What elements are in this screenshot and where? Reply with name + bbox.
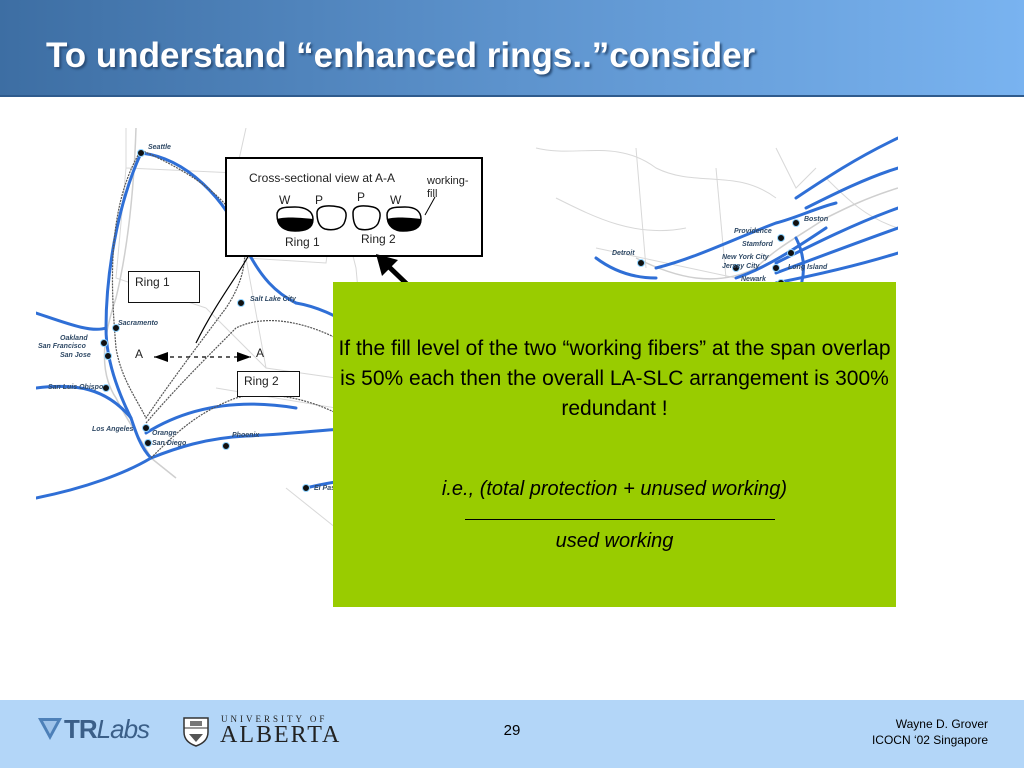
- city-label: Salt Lake City: [250, 296, 296, 303]
- city-label: Long Island: [788, 264, 828, 271]
- ring-1-label: Ring 1: [128, 271, 200, 303]
- city-label: Phoenix: [232, 432, 260, 439]
- inset-ring-2-label: Ring 2: [361, 232, 396, 246]
- span-end-left: A: [135, 347, 144, 361]
- city-label: San Luis Obispo: [48, 384, 104, 391]
- city-label: San Diego: [152, 440, 187, 447]
- redundancy-callout: If the fill level of the two “working fi…: [333, 282, 896, 607]
- city-label: Oakland: [60, 335, 88, 342]
- slide-title: To understand “enhanced rings..”consider: [46, 36, 756, 75]
- city-label: San Jose: [60, 352, 91, 359]
- city-label: New York City: [722, 254, 769, 261]
- fiber-label: P: [357, 190, 366, 204]
- city-label: Boston: [804, 216, 829, 223]
- university-crest-icon: [183, 717, 209, 747]
- inset-caption: Cross-sectional view at A-A: [249, 171, 396, 185]
- formula-numerator: i.e., (total protection + unused working…: [441, 478, 788, 500]
- city-label: Stamford: [742, 241, 773, 248]
- trlabs-logo-icon: [38, 718, 62, 740]
- author-name: Wayne D. Grover: [895, 717, 988, 731]
- fiber-label: W: [279, 193, 291, 207]
- inset-ring-1-label: Ring 1: [285, 235, 320, 249]
- city-label: Orange: [152, 430, 177, 437]
- page-number: 29: [503, 722, 521, 739]
- span-end-right: A: [256, 346, 265, 360]
- slide-footer: TRLabs UNIVERSITY OF ALBERTA 29 Wayne D.…: [0, 700, 1024, 768]
- city-label: Seattle: [148, 144, 171, 151]
- trlabs-logo-text: TRLabs: [64, 714, 150, 744]
- ring-2-label: Ring 2: [237, 371, 300, 397]
- city-label: El Paso: [314, 485, 340, 492]
- fraction-bar: [465, 519, 775, 520]
- city-label: Jersey City: [722, 263, 760, 270]
- city-label: Newark: [741, 276, 766, 283]
- fiber-label: W: [390, 193, 402, 207]
- city-label: Providence: [734, 228, 772, 235]
- working-fill-label: working- fill: [427, 175, 469, 200]
- fiber-label: P: [315, 193, 324, 207]
- university-logo-main: ALBERTA: [220, 722, 342, 748]
- callout-main-text: If the fill level of the two “working fi…: [338, 337, 891, 420]
- city-label: San Francisco: [38, 343, 86, 350]
- fiber-cross-section-drawing: [276, 196, 436, 232]
- author-block: Wayne D. Grover ICOCN ‘02 Singapore: [872, 716, 988, 748]
- city-label: Los Angeles: [92, 426, 134, 433]
- cross-section-inset: Cross-sectional view at A-A working- fil…: [225, 157, 483, 257]
- city-label: Detroit: [612, 250, 635, 257]
- formula-denominator: used working: [555, 530, 674, 552]
- event-name: ICOCN ‘02 Singapore: [871, 733, 988, 747]
- slide-header: To understand “enhanced rings..”consider: [0, 0, 1024, 97]
- city-label: Sacramento: [118, 320, 159, 327]
- university-logo-top: UNIVERSITY OF: [221, 714, 328, 724]
